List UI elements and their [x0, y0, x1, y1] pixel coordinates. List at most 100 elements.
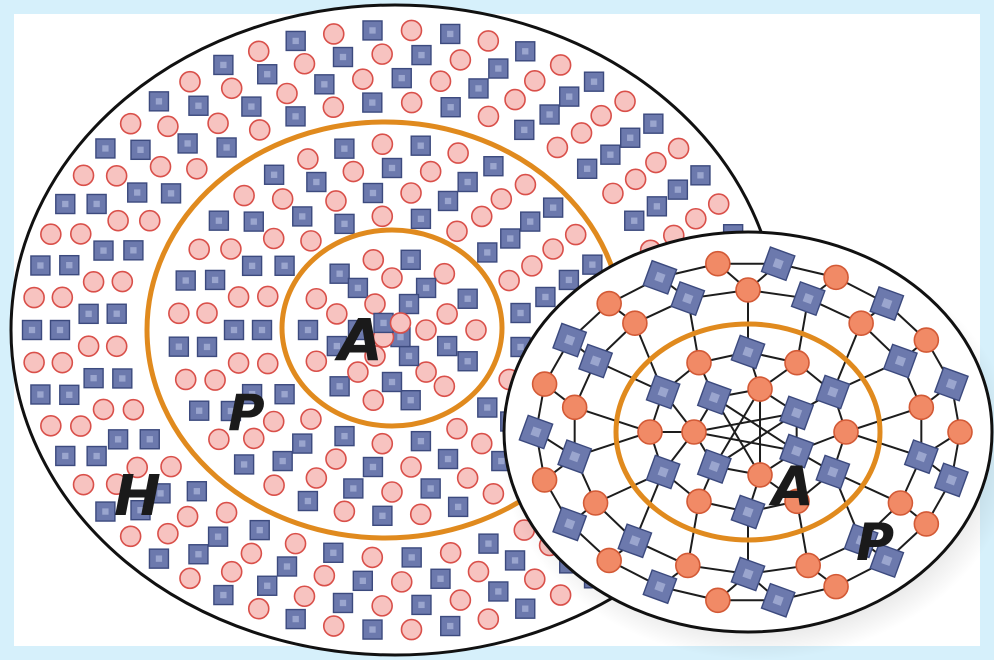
circle-particle — [615, 91, 635, 111]
circle-particle — [401, 457, 421, 477]
right-disc: A P — [500, 232, 994, 660]
circle-particle — [676, 553, 700, 577]
circle-particle — [646, 153, 666, 173]
square-particle — [94, 241, 113, 260]
circle-particle — [466, 320, 486, 340]
circle-particle — [533, 468, 557, 492]
square-particle — [275, 256, 294, 275]
circle-particle — [372, 596, 392, 616]
circle-particle — [748, 377, 772, 401]
square-particle — [206, 270, 225, 289]
square-particle — [458, 173, 477, 192]
circle-particle — [525, 71, 545, 91]
square-particle — [544, 198, 563, 217]
circle-particle — [441, 543, 461, 563]
circle-particle — [84, 272, 104, 292]
square-particle — [392, 69, 411, 88]
circle-particle — [372, 206, 392, 226]
circle-particle — [258, 354, 278, 374]
square-particle — [363, 457, 382, 476]
circle-particle — [458, 468, 478, 488]
circle-particle — [151, 157, 171, 177]
square-particle — [511, 304, 530, 323]
square-particle — [521, 212, 540, 231]
circle-particle — [326, 449, 346, 469]
circle-particle — [123, 400, 143, 420]
circle-particle — [372, 434, 392, 454]
square-particle — [335, 214, 354, 233]
circle-particle — [491, 189, 511, 209]
circle-particle — [401, 183, 421, 203]
square-particle — [400, 346, 419, 365]
circle-particle — [748, 463, 772, 487]
square-particle — [243, 256, 262, 275]
square-particle — [149, 549, 168, 568]
square-particle — [353, 571, 372, 590]
circle-particle — [533, 372, 557, 396]
square-particle — [87, 447, 106, 466]
square-particle — [330, 377, 349, 396]
circle-particle — [914, 512, 938, 536]
circle-particle — [736, 278, 760, 302]
circle-particle — [140, 211, 160, 231]
circle-particle — [178, 507, 198, 527]
circle-particle — [522, 256, 542, 276]
square-particle — [214, 55, 233, 74]
square-particle — [293, 434, 312, 453]
circle-particle — [324, 616, 344, 636]
circle-particle — [468, 562, 488, 582]
circle-particle — [121, 526, 141, 546]
square-particle — [79, 304, 98, 323]
label-left-middle: P — [228, 384, 265, 442]
square-particle — [559, 270, 578, 289]
square-particle — [335, 427, 354, 446]
circle-particle — [176, 369, 196, 389]
circle-particle — [324, 24, 344, 44]
square-particle — [578, 159, 597, 178]
square-particle — [315, 75, 334, 94]
circle-particle — [478, 106, 498, 126]
square-particle — [333, 48, 352, 67]
circle-particle — [258, 286, 278, 306]
square-particle — [307, 173, 326, 192]
circle-particle — [603, 183, 623, 203]
circle-particle — [161, 457, 181, 477]
square-particle — [412, 595, 431, 614]
square-particle — [501, 229, 520, 248]
square-particle — [540, 105, 559, 124]
circle-particle — [180, 568, 200, 588]
circle-particle — [401, 620, 421, 640]
square-particle — [198, 337, 217, 356]
square-particle — [265, 165, 284, 184]
circle-particle — [24, 352, 44, 372]
square-particle — [412, 46, 431, 65]
circle-particle — [294, 586, 314, 606]
circle-particle — [948, 420, 972, 444]
circle-particle — [158, 116, 178, 136]
circle-particle — [597, 548, 621, 572]
circle-particle — [107, 166, 127, 186]
square-particle — [253, 321, 272, 340]
circle-particle — [483, 484, 503, 504]
circle-particle — [306, 351, 326, 371]
circle-particle — [250, 120, 270, 140]
square-particle — [190, 401, 209, 420]
square-particle — [87, 194, 106, 213]
circle-particle — [273, 189, 293, 209]
circle-particle — [402, 93, 422, 113]
circle-particle — [584, 491, 608, 515]
circle-particle — [222, 78, 242, 98]
square-particle — [214, 586, 233, 605]
square-particle — [401, 391, 420, 410]
circle-particle — [478, 609, 498, 629]
circle-particle — [785, 351, 809, 375]
square-particle — [124, 241, 143, 260]
circle-particle — [264, 412, 284, 432]
circle-particle — [294, 54, 314, 74]
square-particle — [441, 24, 460, 43]
circle-particle — [448, 143, 468, 163]
circle-particle — [447, 419, 467, 439]
circle-particle — [687, 489, 711, 513]
circle-particle — [472, 206, 492, 226]
circle-particle — [626, 169, 646, 189]
